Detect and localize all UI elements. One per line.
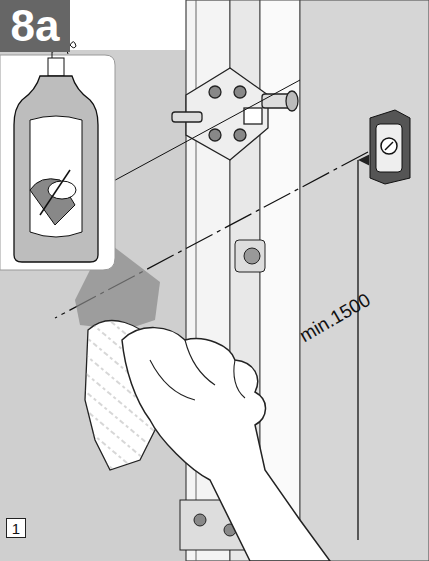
node-text: 8a xyxy=(11,4,60,48)
node-text: 1 xyxy=(12,521,20,536)
hand xyxy=(122,328,330,561)
dimension-arrow xyxy=(357,160,358,540)
door-panel xyxy=(0,50,186,561)
figure-number-box: 1 xyxy=(6,518,26,538)
cabinet-wall xyxy=(300,0,429,561)
step-badge: 8a xyxy=(0,0,70,52)
sensor-box xyxy=(370,110,410,184)
hinge xyxy=(172,68,298,160)
detergent-bottle xyxy=(0,42,115,270)
